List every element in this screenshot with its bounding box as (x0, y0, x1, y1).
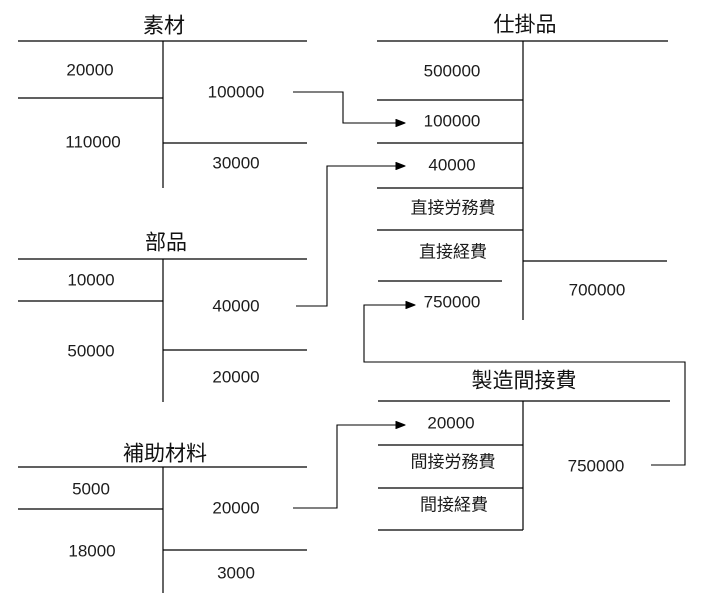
shikakarihin-debit-0: 500000 (423, 61, 481, 81)
buhin-debit-0: 10000 (67, 270, 115, 290)
buhin-t-account-lines (18, 258, 307, 402)
buhin-debit-1: 50000 (67, 341, 115, 361)
shikakarihin-debit-3: 直接労務費 (410, 198, 496, 218)
shikakarihin-t-account-lines (377, 40, 668, 320)
hojo-zairyo-credit-1: 3000 (217, 563, 255, 583)
sozai-account-title: 素材 (143, 14, 185, 38)
shikakarihin-debit-2: 40000 (428, 155, 476, 175)
buhin-credit-1: 20000 (212, 367, 260, 387)
sozai-credit-0: 100000 (207, 82, 265, 102)
seizo-kansetsuhi-debit-0: 20000 (427, 413, 475, 433)
shikakarihin-debit-5: 750000 (423, 292, 481, 312)
seizo-kansetsuhi-t-account-lines (378, 400, 670, 531)
hojo-zairyo-credit-0: 20000 (212, 498, 260, 518)
buhin-account-title: 部品 (145, 231, 187, 255)
shikakarihin-debit-1: 100000 (423, 111, 481, 131)
sozai-debit-1: 110000 (65, 132, 121, 152)
shikakarihin-credit-0: 700000 (568, 280, 626, 300)
sozai-credit-1: 30000 (212, 153, 260, 173)
hojo-zairyo-account-title: 補助材料 (123, 442, 207, 466)
arrow-overhead-750000-to-wip-icon (363, 305, 686, 466)
arrow-sozai-100000-to-wip-icon (293, 91, 396, 123)
arrow-buhin-40000-to-wip-icon (296, 166, 396, 307)
shikakarihin-account-title: 仕掛品 (493, 13, 557, 37)
sozai-debit-0: 20000 (66, 60, 114, 80)
hojo-zairyo-debit-1: 18000 (68, 541, 116, 561)
seizo-kansetsuhi-debit-1: 間接労務費 (410, 452, 496, 472)
hojo-zairyo-debit-0: 5000 (72, 479, 110, 499)
seizo-kansetsuhi-credit-0: 750000 (567, 456, 625, 476)
buhin-credit-0: 40000 (212, 296, 260, 316)
sozai-t-account-lines (18, 40, 307, 188)
seizo-kansetsuhi-account-title: 製造間接費 (471, 369, 577, 393)
hojo-zairyo-t-account-lines (18, 466, 307, 593)
shikakarihin-debit-4: 直接経費 (419, 242, 487, 262)
arrow-hojo-20000-to-overhead-icon (293, 425, 396, 509)
seizo-kansetsuhi-debit-2: 間接経費 (420, 495, 488, 515)
transfer-arrows (293, 91, 686, 509)
